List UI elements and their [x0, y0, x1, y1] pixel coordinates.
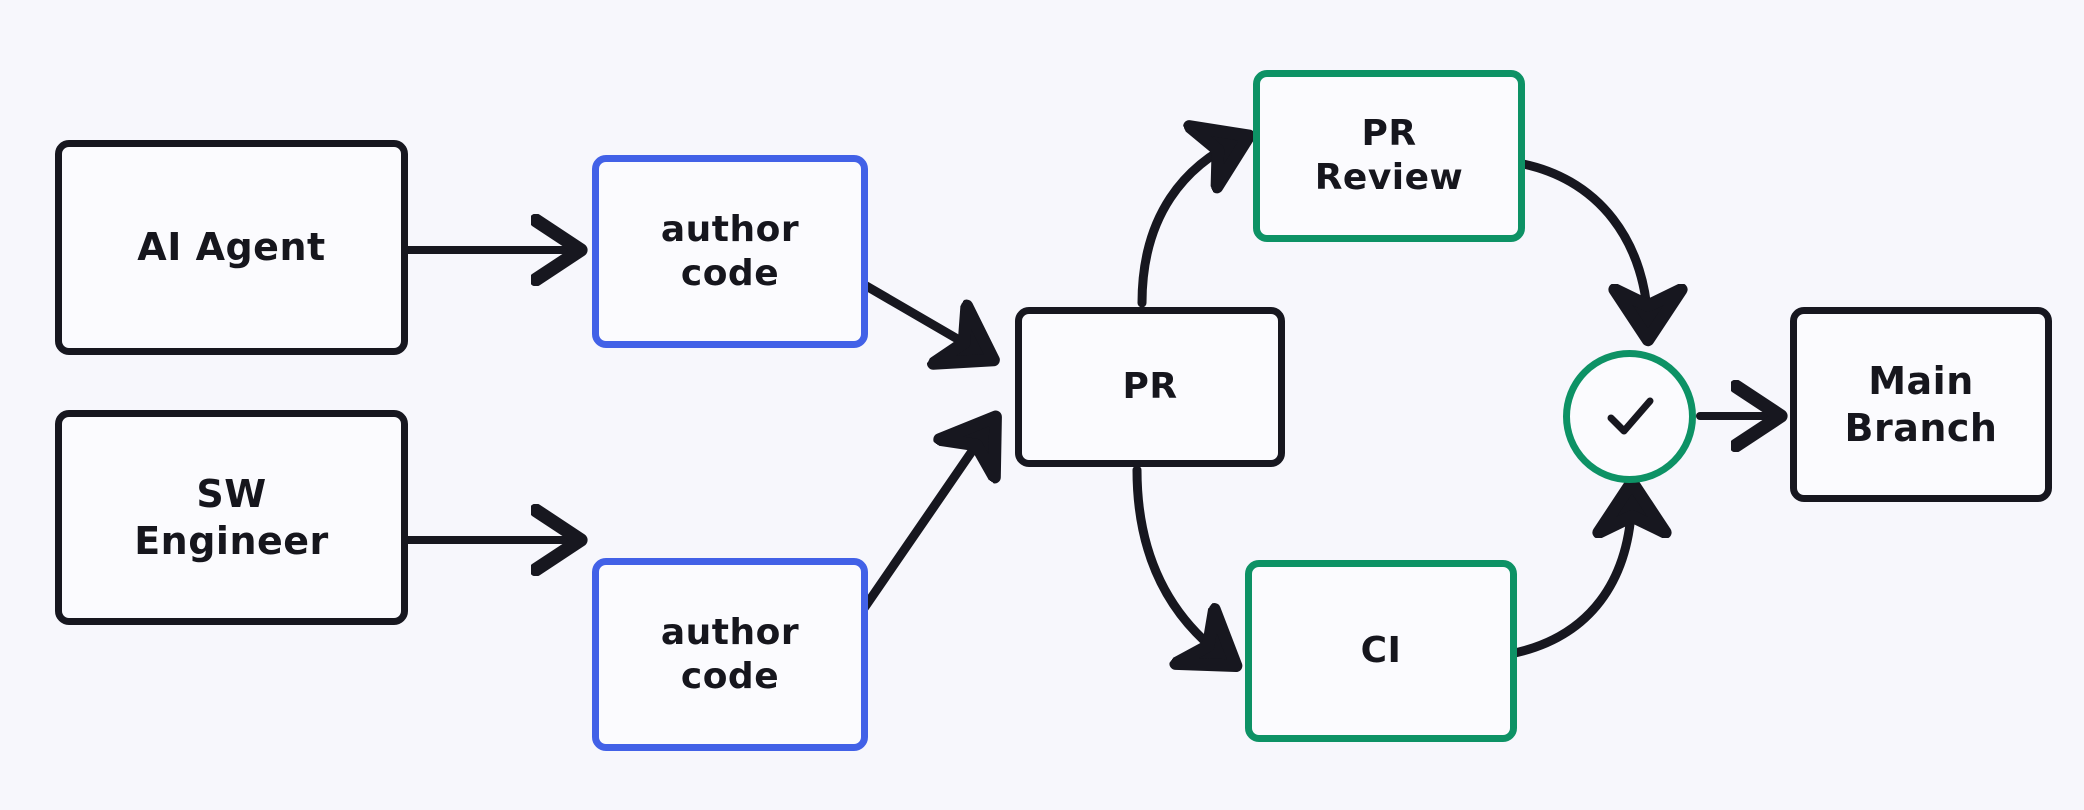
edge-pr-to-ci	[1132, 465, 1228, 660]
edge-author-code-1-to-pr	[851, 275, 985, 355]
node-pr-review[interactable]: PR Review	[1253, 70, 1525, 242]
node-merge-check[interactable]	[1563, 350, 1696, 483]
node-ai-agent-label: AI Agent	[137, 225, 326, 270]
node-sw-engineer-label: SW Engineer	[134, 472, 329, 563]
node-author-code-1-label: author code	[660, 208, 800, 294]
node-main-branch-label: Main Branch	[1844, 359, 1998, 450]
node-pr-review-label: PR Review	[1314, 113, 1464, 198]
edge-pr-to-pr-review	[1137, 140, 1240, 308]
node-pr[interactable]: PR	[1015, 307, 1285, 467]
node-pr-label: PR	[1122, 366, 1178, 408]
node-author-code-2-label: author code	[660, 611, 800, 697]
node-sw-engineer[interactable]: SW Engineer	[55, 410, 408, 625]
node-ci[interactable]: CI	[1245, 560, 1517, 742]
node-author-code-2[interactable]: author code	[592, 558, 868, 751]
edge-ci-to-check	[1500, 492, 1632, 660]
node-ai-agent[interactable]: AI Agent	[55, 140, 408, 355]
edge-author-code-2-to-pr	[851, 425, 990, 625]
node-ci-label: CI	[1360, 630, 1402, 672]
check-icon	[1607, 397, 1653, 434]
node-author-code-1[interactable]: author code	[592, 155, 868, 348]
edge-pr-review-to-check	[1507, 157, 1648, 330]
node-main-branch[interactable]: Main Branch	[1790, 307, 2052, 502]
